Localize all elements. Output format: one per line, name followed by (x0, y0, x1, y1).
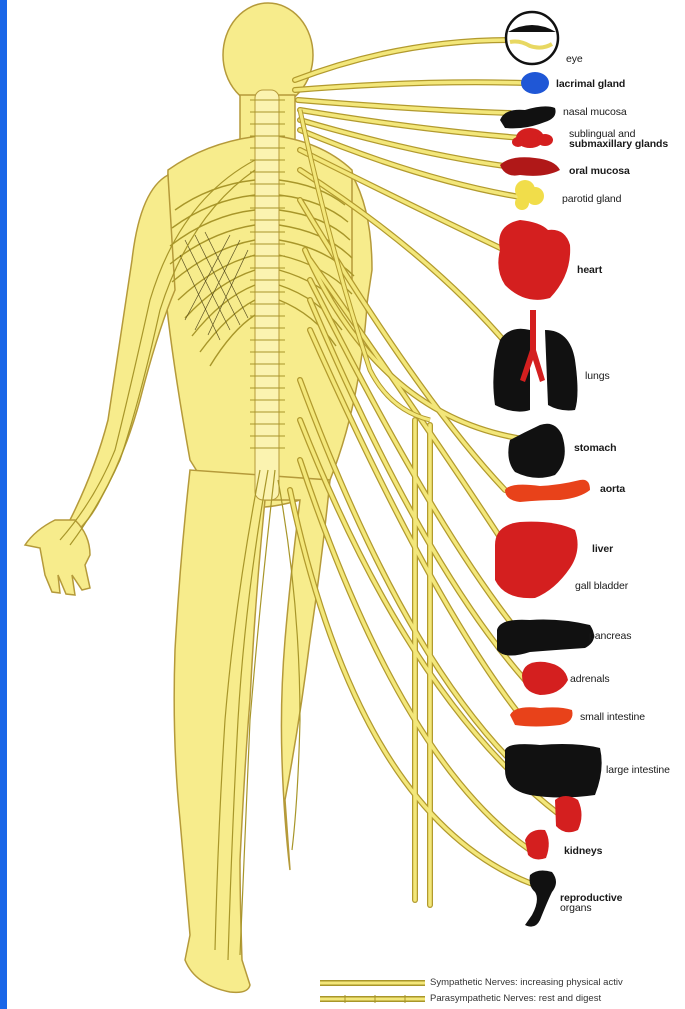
nasal-mucosa-organ (500, 106, 556, 128)
label-heart: heart (577, 264, 602, 276)
label-sublingual: sublingual and submaxillary glands (569, 129, 668, 149)
reproductive-organs-organ (525, 871, 556, 927)
label-nasal-mucosa: nasal mucosa (563, 106, 627, 118)
salivary-glands-organ (512, 128, 553, 148)
legend-parasympathetic-line (320, 995, 425, 1003)
aorta-organ (505, 480, 590, 502)
label-kidneys: kidneys (564, 845, 602, 857)
label-liver: liver (592, 543, 613, 555)
label-lacrimal-gland: lacrimal gland (556, 78, 625, 90)
label-parotid-gland: parotid gland (562, 193, 621, 205)
large-intestine-organ (505, 744, 602, 798)
body-silhouette (25, 3, 372, 992)
label-stomach: stomach (574, 442, 616, 454)
oral-mucosa-organ (500, 157, 560, 176)
label-aorta: aorta (600, 483, 625, 495)
label-repro-line2: organs (560, 903, 622, 913)
adrenals-organ (522, 662, 568, 695)
eye-organ (506, 12, 558, 64)
label-reproductive-organs: reproductive organs (560, 893, 622, 913)
lungs-organ (493, 310, 577, 412)
legend-sympathetic-text: Sympathetic Nerves: increasing physical … (430, 977, 685, 988)
label-lungs: lungs (585, 370, 610, 382)
label-oral-mucosa: oral mucosa (569, 165, 630, 177)
label-eye: eye (566, 53, 583, 65)
label-small-intestine: small intestine (580, 711, 645, 723)
label-large-intestine: large intestine (606, 764, 670, 776)
label-gall-bladder: gall bladder (575, 580, 628, 592)
pancreas-organ (497, 620, 594, 656)
spinal-column (255, 90, 279, 500)
label-pancreas: pancreas (589, 630, 631, 642)
arm (50, 175, 175, 545)
label-sublingual-line2: submaxillary glands (569, 139, 668, 149)
stomach-organ (508, 424, 564, 478)
lacrimal-gland-organ (521, 72, 549, 94)
small-intestine-organ (510, 707, 573, 726)
heart-organ (498, 220, 570, 300)
parotid-gland-organ (515, 180, 544, 210)
label-adrenals: adrenals (570, 673, 609, 685)
liver-organ (495, 522, 578, 599)
legend-parasympathetic-text: Parasympathetic Nerves: rest and digest (430, 993, 601, 1004)
